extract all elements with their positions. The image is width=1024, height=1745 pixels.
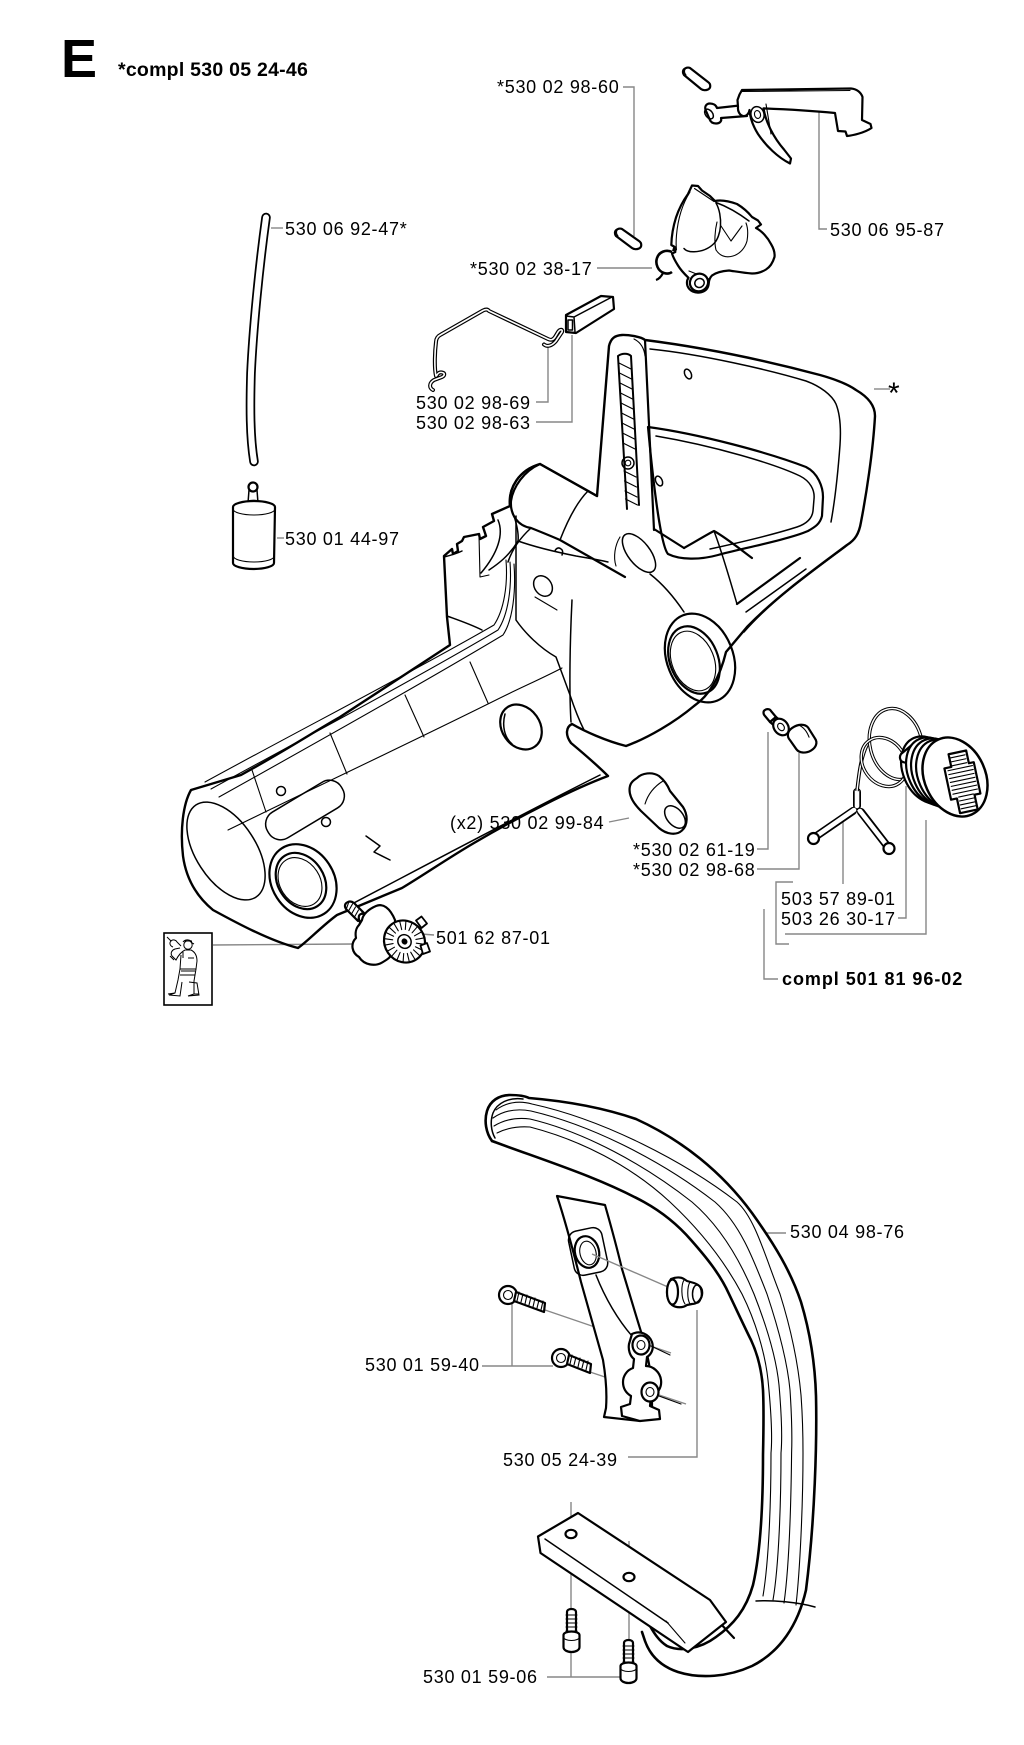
svg-text:*: * <box>888 377 900 410</box>
svg-text:530 01 59-06: 530 01 59-06 <box>423 1667 538 1687</box>
svg-text:compl 501 81 96-02: compl 501 81 96-02 <box>782 969 963 989</box>
svg-text:501 62 87-01: 501 62 87-01 <box>436 928 551 948</box>
svg-text:530 01 44-97: 530 01 44-97 <box>285 529 400 549</box>
svg-text:*530 02 61-19: *530 02 61-19 <box>633 840 755 860</box>
svg-text:E: E <box>61 29 97 89</box>
svg-text:530 06 92-47*: 530 06 92-47* <box>285 219 407 239</box>
svg-text:530 01 59-40: 530 01 59-40 <box>365 1355 480 1375</box>
svg-text:530 05 24-39: 530 05 24-39 <box>503 1450 618 1470</box>
svg-text:*530 02 38-17: *530 02 38-17 <box>470 259 592 279</box>
svg-text:*530 02 98-60: *530 02 98-60 <box>497 77 619 97</box>
svg-text:530 02 98-63: 530 02 98-63 <box>416 413 531 433</box>
svg-text:530 02 98-69: 530 02 98-69 <box>416 393 531 413</box>
svg-text:*530 02 98-68: *530 02 98-68 <box>633 860 755 880</box>
svg-text:503 57 89-01: 503 57 89-01 <box>781 889 896 909</box>
svg-text:*compl 530 05 24-46: *compl 530 05 24-46 <box>118 59 308 81</box>
svg-text:530 06 95-87: 530 06 95-87 <box>830 220 945 240</box>
svg-text:(x2) 530 02 99-84: (x2) 530 02 99-84 <box>450 813 604 833</box>
svg-text:530 04 98-76: 530 04 98-76 <box>790 1222 905 1242</box>
svg-text:503 26 30-17: 503 26 30-17 <box>781 909 896 929</box>
